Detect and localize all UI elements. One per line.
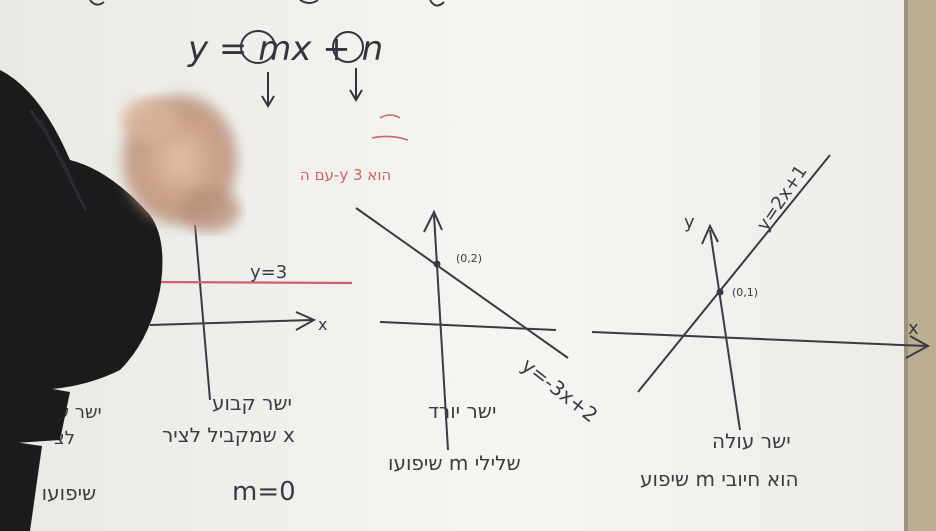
board-frame (906, 0, 936, 531)
caption-decreasing-2: שיפועו m שלילי (388, 451, 521, 475)
caption-constant-1: ישר קבוע (212, 391, 292, 415)
formula-text: y = mx + n (187, 29, 383, 69)
y-intercept-point (433, 260, 441, 268)
n-arrow (349, 68, 363, 102)
x-axis (149, 319, 313, 326)
point-label-02: (0,2) (456, 252, 482, 265)
graph-horizontal: x y=3 ישר קבוע שמקביל לציר x m=0 (149, 224, 353, 507)
caption-decreasing-1: ישר יורד (428, 399, 496, 423)
x-axis-label: x (908, 318, 919, 339)
x-axis-label: x (318, 315, 327, 334)
y-axis-label: y (684, 212, 695, 233)
x-axis-arrow (295, 311, 317, 331)
formula: y = mx + n (187, 29, 383, 108)
caption-increasing-2: שיפוע m הוא חיובי (640, 467, 799, 491)
y-intercept-point (716, 288, 724, 296)
x-axis-arrow (905, 335, 931, 359)
y-axis (194, 224, 211, 401)
caption-increasing-1: ישר עולה (712, 429, 791, 453)
sleeve (0, 70, 163, 390)
n-circle (332, 31, 364, 63)
m-circle (240, 30, 276, 64)
top-scribbles (89, 0, 445, 7)
slope-note-zero: m=0 (232, 477, 296, 507)
increasing-line (637, 154, 831, 393)
y-axis (433, 214, 449, 451)
y-axis-arrow (423, 209, 443, 233)
decreasing-line (355, 207, 569, 359)
constant-line (149, 280, 353, 285)
m-arrow (261, 72, 275, 108)
red-annotation: עם ה-y הוא 3 (300, 166, 391, 184)
y-axis-arrow (701, 223, 719, 245)
point-label-01: (0,1) (732, 286, 758, 299)
x-axis (591, 331, 927, 347)
y-axis (709, 229, 741, 431)
person-arm (0, 70, 240, 531)
caption-constant-2: שמקביל לציר x (162, 423, 295, 447)
line-label-y3: y=3 (250, 262, 287, 283)
